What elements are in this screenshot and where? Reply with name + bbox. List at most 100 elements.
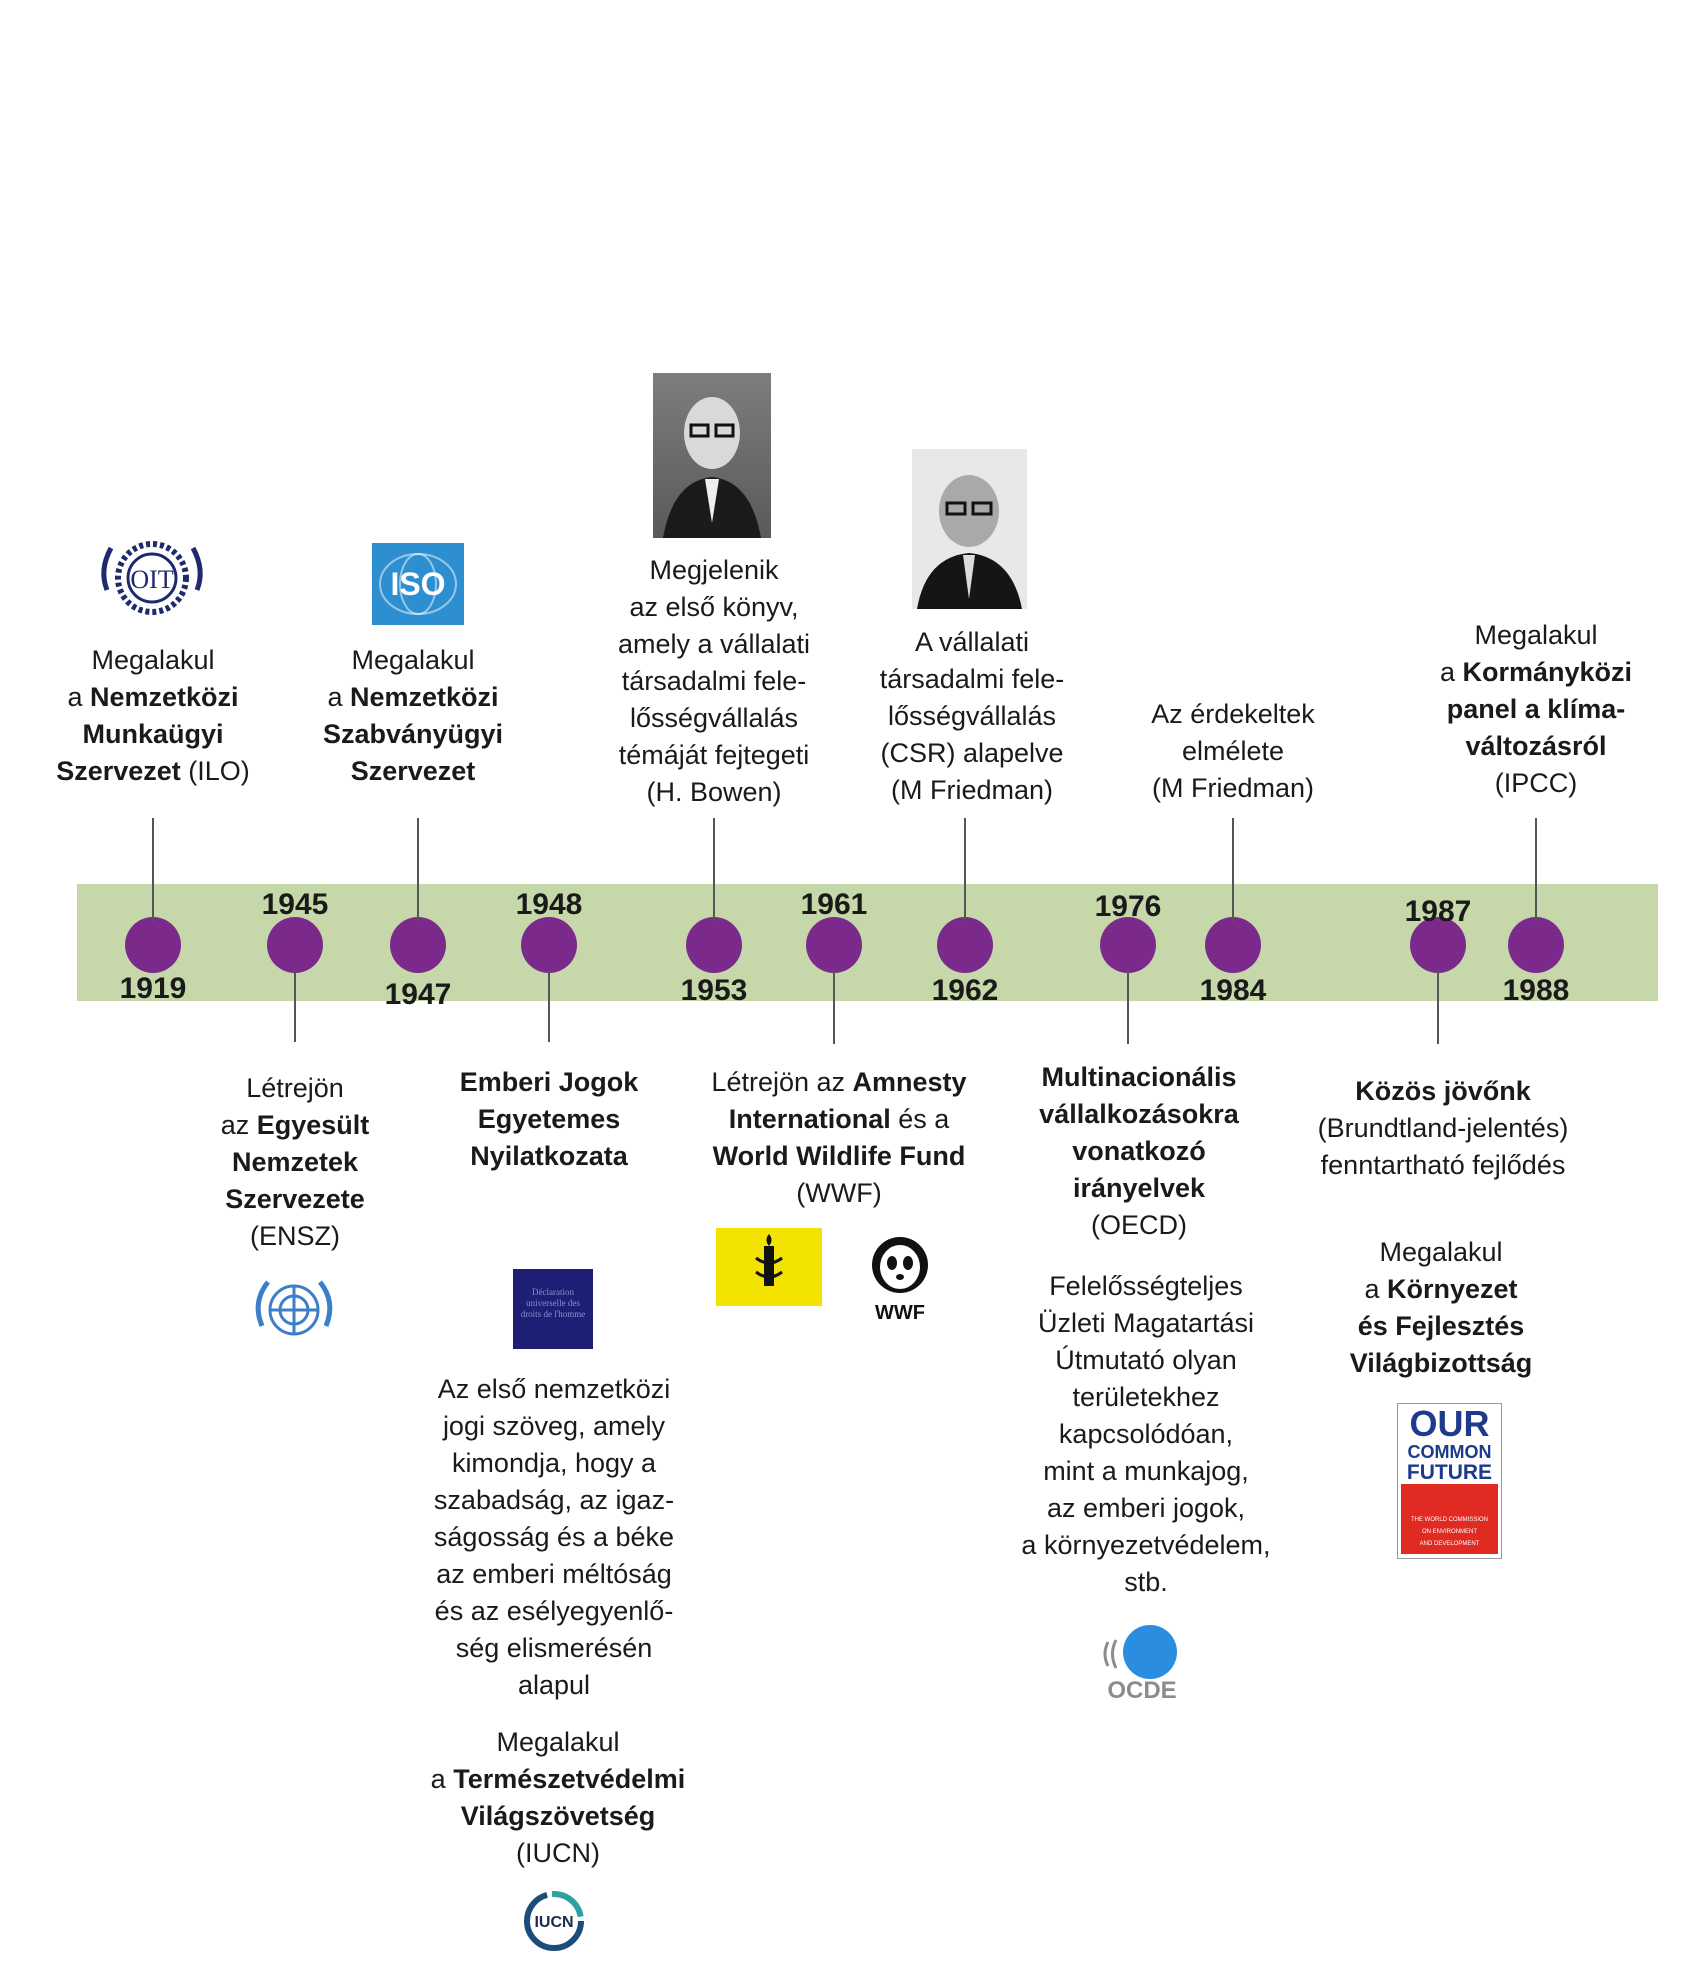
connector-line: [1232, 818, 1234, 922]
year-label-1961: 1961: [774, 888, 894, 922]
event-dot-1988: [1508, 917, 1564, 973]
connector-line: [548, 970, 550, 1042]
oecd-logo-text: OCDE: [1107, 1677, 1176, 1702]
iucn-logo: IUCN: [521, 1888, 587, 1954]
bold-text: Egyetemes: [478, 1104, 621, 1134]
text-line: jogi szöveg, amely: [354, 1408, 754, 1445]
text-line: Világszövetség: [358, 1798, 758, 1835]
event-dot-1962: [937, 917, 993, 973]
connector-line: [964, 818, 966, 922]
plain-text: (H. Bowen): [646, 777, 781, 807]
event-dot-1947: [390, 917, 446, 973]
bold-text: Szervezet: [351, 756, 476, 786]
event-dot-1948: [521, 917, 577, 973]
plain-text: Megalakul: [496, 1727, 619, 1757]
plain-text: Megjelenik: [649, 555, 778, 585]
text-line: ség elismerésén: [354, 1630, 754, 1667]
text-line: szabadság, az igaz-: [354, 1482, 754, 1519]
plain-text: a: [1364, 1274, 1387, 1304]
text-line: és Fejlesztés: [1241, 1308, 1641, 1345]
text-line: Megjelenik: [514, 552, 914, 589]
udhr-cover-text: Déclaration universelle des droits de l'…: [513, 1269, 593, 1320]
plain-text: fenntartható fejlődés: [1321, 1150, 1566, 1180]
event-dot-1953: [686, 917, 742, 973]
our-common-future-cover: OUR COMMON FUTURE THE WORLD COMMISSION O…: [1397, 1403, 1502, 1559]
udhr-cover: Déclaration universelle des droits de l'…: [513, 1269, 593, 1349]
text-line: (IUCN): [358, 1835, 758, 1872]
event-text-1988: Megalakul a Kormányközipanel a klíma-vált…: [1336, 617, 1684, 802]
text-line: Megalakul: [1336, 617, 1684, 654]
event-dot-1919: [125, 917, 181, 973]
text-line: Közös jövőnk: [1243, 1073, 1643, 1110]
year-label-1919: 1919: [93, 972, 213, 1006]
plain-text: Az érdekeltek: [1151, 699, 1315, 729]
bold-text: vállalkozásokra: [1039, 1099, 1239, 1129]
text-line: Világbizottság: [1241, 1345, 1641, 1382]
plain-text: az első könyv,: [629, 592, 798, 622]
bold-text: International: [729, 1104, 891, 1134]
text-line: (IPCC): [1336, 765, 1684, 802]
event-dot-1976: [1100, 917, 1156, 973]
un-emblem-icon: [248, 1272, 340, 1354]
text-line: és az esélyegyenlő-: [354, 1593, 754, 1630]
plain-text: a: [327, 682, 350, 712]
wwf-logo-text: WWF: [875, 1302, 925, 1324]
ilo-logo: OIT: [93, 530, 211, 626]
year-label-1953: 1953: [654, 974, 774, 1008]
year-label-1984: 1984: [1173, 974, 1293, 1008]
plain-text: Megalakul: [1379, 1237, 1502, 1267]
bold-text: Multinacionális: [1041, 1062, 1236, 1092]
connector-line: [713, 818, 715, 922]
plain-text: Megalakul: [91, 645, 214, 675]
connector-line: [417, 818, 419, 922]
ocf-title-2: COMMON: [1398, 1442, 1501, 1462]
bold-text: World Wildlife Fund: [713, 1141, 966, 1171]
ocf-title-1: OUR: [1398, 1406, 1501, 1442]
text-line: területekhez: [946, 1379, 1346, 1416]
bold-text: Környezet: [1387, 1274, 1518, 1304]
text-line: kimondja, hogy a: [354, 1445, 754, 1482]
bold-text: panel a klíma-: [1447, 694, 1626, 724]
text-line: változásról: [1336, 728, 1684, 765]
bold-text: Szervezet: [56, 756, 181, 786]
connector-line: [1437, 970, 1439, 1044]
text-line: A vállalati: [772, 624, 1172, 661]
plain-text: (IUCN): [516, 1838, 600, 1868]
bold-text: Nemzetközi: [350, 682, 499, 712]
text-line: az első könyv,: [514, 589, 914, 626]
bold-text: Természetvédelmi: [453, 1764, 685, 1794]
event-extra-1987: Megalakul a Környezet és FejlesztésVilágbi…: [1241, 1234, 1641, 1382]
wwf-logo: WWF: [866, 1233, 934, 1325]
plain-text: Megalakul: [351, 645, 474, 675]
oecd-logo: OCDE: [1094, 1622, 1194, 1702]
plain-text: Létrejön: [246, 1073, 344, 1103]
plain-text: lősségvállalás: [888, 701, 1056, 731]
connector-line: [1535, 818, 1537, 922]
text-line: a Kormányközi: [1336, 654, 1684, 691]
text-line: ságosság és a béke: [354, 1519, 754, 1556]
text-line: (ENSZ): [95, 1218, 495, 1255]
text-line: az emberi jogok,: [946, 1490, 1346, 1527]
bold-text: Munkaügyi: [82, 719, 223, 749]
text-line: társadalmi fele-: [772, 661, 1172, 698]
bold-text: Világszövetség: [461, 1801, 656, 1831]
bold-text: és Fejlesztés: [1358, 1311, 1525, 1341]
bold-text: Szabványügyi: [323, 719, 503, 749]
amnesty-logo: [716, 1228, 822, 1306]
plain-text: (M Friedman): [1152, 773, 1314, 803]
ocf-sub-3: AND DEVELOPMENT: [1401, 1538, 1498, 1550]
text-line: kapcsolódóan,: [946, 1416, 1346, 1453]
plain-text: (ENSZ): [250, 1221, 340, 1251]
text-line: Megalakul: [1241, 1234, 1641, 1271]
text-line: alapul: [354, 1667, 754, 1704]
bowen-photo: [653, 373, 771, 538]
bold-text: Nemzetek: [232, 1147, 358, 1177]
text-line: mint a munkajog,: [946, 1453, 1346, 1490]
plain-text: (WWF): [796, 1178, 881, 1208]
event-dot-1945: [267, 917, 323, 973]
year-label-1947: 1947: [358, 978, 478, 1012]
plain-text: Megalakul: [1474, 620, 1597, 650]
friedman-photo: [912, 449, 1027, 609]
